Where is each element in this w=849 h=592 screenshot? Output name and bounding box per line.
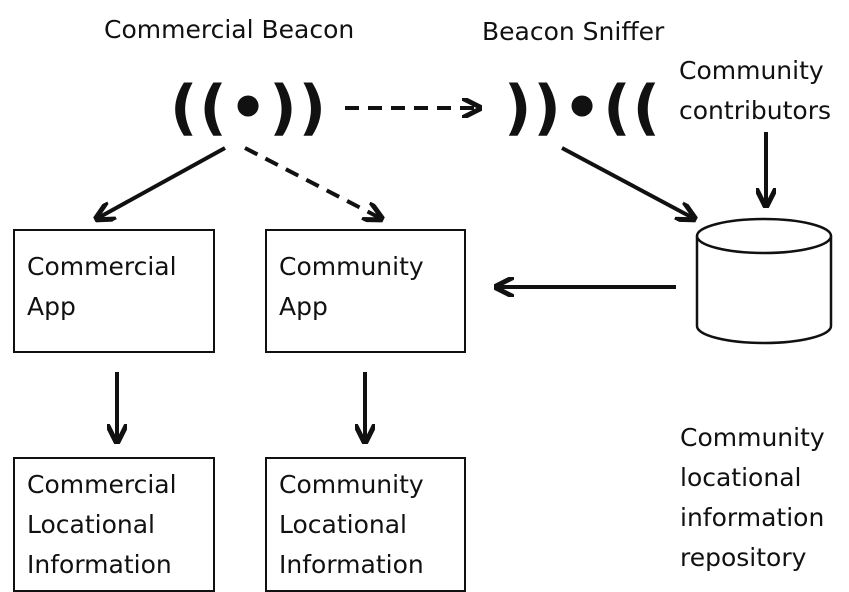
- beacon-sniffer-icon: ))•((: [504, 73, 663, 143]
- arrow-sniffer-to-repository: [561, 146, 693, 218]
- arrow-beacon-to-commercial-app: [98, 146, 226, 218]
- community-app-box: Community App: [265, 229, 466, 353]
- commercial-app-label: Commercial App: [27, 252, 177, 321]
- commercial-info-label: Commercial Locational Information: [27, 470, 177, 579]
- repository-cylinder-icon: [695, 217, 833, 345]
- beacon-sniffer-label: Beacon Sniffer: [482, 17, 665, 46]
- arrow-beacon-to-community-app: [244, 146, 380, 218]
- community-info-box: Community Locational Information: [265, 457, 466, 592]
- community-info-label: Community Locational Information: [279, 470, 424, 579]
- commercial-info-box: Commercial Locational Information: [13, 457, 215, 592]
- commercial-beacon-icon: ((•)): [170, 73, 329, 143]
- commercial-beacon-label: Commercial Beacon: [104, 15, 355, 44]
- commercial-app-box: Commercial App: [13, 229, 215, 353]
- community-contributors-label: Community contributors: [679, 56, 832, 125]
- repository-label: Community locational information reposit…: [680, 423, 825, 572]
- community-app-label: Community App: [279, 252, 424, 321]
